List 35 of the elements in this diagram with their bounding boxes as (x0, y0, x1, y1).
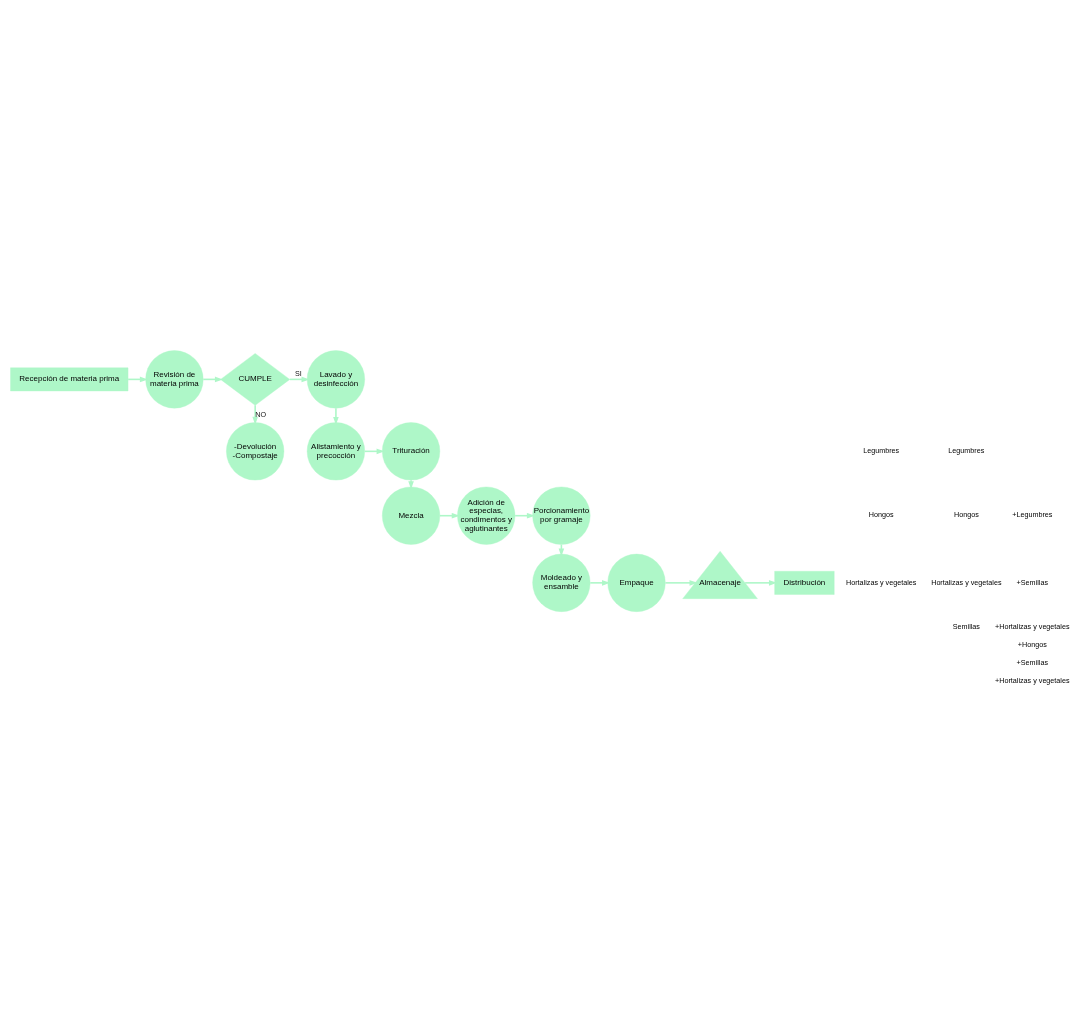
label: Hongos (953, 509, 979, 519)
node-circle: Moldeado y ensamble (532, 553, 591, 612)
arrow (744, 579, 777, 586)
label: Legumbres (948, 445, 985, 455)
node-circle: Revisión de materia prima (145, 349, 204, 408)
label: +Hongos (1017, 639, 1047, 649)
arrow (439, 512, 460, 518)
label: Hortalizas y vegetales (846, 577, 917, 587)
label: +Semillas (1016, 577, 1048, 587)
node-circle: -Devolución -Compostaje (226, 421, 285, 480)
label: +Semillas (1016, 657, 1048, 667)
label: +Legumbres (1012, 509, 1053, 519)
node-diamond: CUMPLE (220, 352, 290, 406)
node-circle: Lavado y desinfección (306, 349, 365, 408)
label: Hongos (868, 509, 894, 519)
label: Hortalizas y vegetales (931, 577, 1002, 587)
node-box: Recepción de materia prima (10, 367, 129, 391)
arrow (664, 579, 698, 586)
node-circle: Porcionamiento por gramaje (532, 486, 591, 545)
label: Legumbres (863, 445, 900, 455)
node-circle: Mezcla (382, 486, 441, 545)
arrow (252, 404, 258, 425)
arrow (333, 406, 339, 425)
label: Semillas (952, 621, 980, 631)
node-circle: Trituración (382, 421, 441, 480)
node-circle: Alistamiento y precocción (306, 421, 365, 480)
node-circle: Adición de especias, condimentos y aglutinantes (457, 486, 516, 545)
node-box: Distribución (774, 570, 835, 595)
arrow (589, 579, 611, 586)
label: +Hortalizas y vegetales (995, 621, 1070, 631)
arrow (514, 512, 535, 518)
edge-label: SI (295, 368, 302, 378)
node-circle: Empaque (607, 553, 666, 612)
label: +Hortalizas y vegetales (995, 675, 1070, 685)
edge-label: NO (255, 409, 267, 419)
